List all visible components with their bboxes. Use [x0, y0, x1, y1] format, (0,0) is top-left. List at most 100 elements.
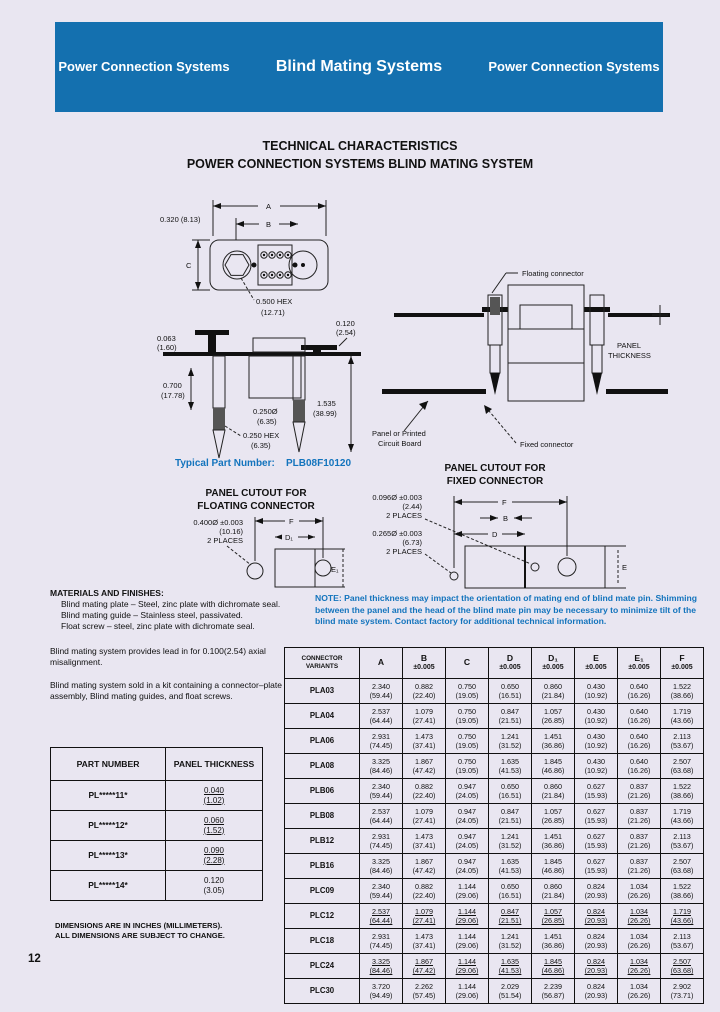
dimension-column-header: B±0.005: [402, 647, 446, 679]
dimension-mm: (27.41): [412, 916, 436, 925]
footnote-line1: DIMENSIONS ARE IN INCHES (MILLIMETERS).: [55, 921, 223, 930]
dimension-cell: 2.239(56.87): [531, 978, 575, 1004]
dimension-inch: 1.451: [544, 732, 562, 741]
part-number-cell: PL*****14*: [50, 870, 166, 901]
dimension-inch: 3.720: [372, 982, 390, 991]
dimension-mm: (22.40): [412, 691, 436, 700]
dimension-mm: (46.86): [541, 966, 565, 975]
fixed-dim-e: E: [622, 563, 627, 572]
dimension-inch: 3.325: [372, 857, 390, 866]
dimension-column-header: D±0.005: [488, 647, 532, 679]
dimension-inch: 0.627: [587, 782, 605, 791]
dimension-cell: 0.824(20.93): [574, 928, 618, 954]
dimension-mm: (20.93): [584, 941, 608, 950]
page-number: 12: [28, 953, 41, 965]
dimension-mm: (64.44): [369, 816, 393, 825]
dimension-inch: 0.837: [630, 782, 648, 791]
dimension-inch: 1.522: [673, 682, 691, 691]
dimension-mm: (21.26): [627, 816, 651, 825]
dimension-cell: 1.079(27.41): [402, 703, 446, 729]
dim-b-label: B: [266, 220, 271, 229]
dimension-cell: 2.113(53.67): [660, 828, 704, 854]
dimension-inch: 0.947: [458, 807, 476, 816]
front-hex-dim-mm: (12.71): [261, 308, 285, 317]
dimension-cell: 1.241(31.52): [488, 928, 532, 954]
dimension-inch: 0.947: [458, 782, 476, 791]
dimension-cell: 1.451(36.86): [531, 928, 575, 954]
dimension-inch: 2.507: [673, 757, 691, 766]
dimension-mm: (10.92): [584, 741, 608, 750]
dimension-mm: (21.51): [498, 816, 522, 825]
dimension-cell: 1.473(37.41): [402, 928, 446, 954]
panel-table-header-thickness: PANEL THICKNESS: [165, 747, 263, 781]
dimension-cell: 1.079(27.41): [402, 903, 446, 929]
dimension-inch: 2.537: [372, 707, 390, 716]
dimension-mm: (43.66): [670, 716, 694, 725]
dimension-inch: 2.113: [673, 932, 691, 941]
dimension-cell: 1.057(26.85): [531, 903, 575, 929]
dimension-mm: (26.26): [627, 991, 651, 1000]
floating-dim-d1: D₁: [285, 533, 293, 542]
dimension-cell: 1.719(43.66): [660, 803, 704, 829]
dimension-mm: (38.66): [670, 791, 694, 800]
dimension-mm: (16.26): [627, 716, 651, 725]
floating-cutout-title-line2: FLOATING CONNECTOR: [197, 501, 315, 512]
dimension-tolerance: ±0.005: [585, 663, 607, 671]
dimension-inch: 0.824: [587, 982, 605, 991]
dimension-inch: 1.635: [501, 957, 519, 966]
header-left-title: Power Connection Systems: [58, 59, 230, 75]
dimension-cell: 0.750(19.05): [445, 703, 489, 729]
variant-cell: PLB12: [284, 828, 360, 854]
dimension-mm: (43.66): [670, 916, 694, 925]
dimension-mm: (21.84): [541, 691, 565, 700]
side-dim-0120: 0.120: [336, 319, 355, 328]
dimension-cell: 1.635(41.53): [488, 753, 532, 779]
dimension-cell: 0.627(15.93): [574, 828, 618, 854]
dimension-cell: 2.931(74.45): [359, 828, 403, 854]
dimension-mm: (56.87): [541, 991, 565, 1000]
dimension-inch: 0.430: [587, 757, 605, 766]
dimension-mm: (59.44): [369, 891, 393, 900]
dimension-inch: 0.650: [501, 682, 519, 691]
part-number-cell: PL*****11*: [50, 780, 166, 811]
dimension-cell: 2.113(53.67): [660, 928, 704, 954]
fixed-dim-b: B: [503, 514, 508, 523]
panel-thickness-label-2: THICKNESS: [608, 351, 651, 360]
dimension-inch: 1.522: [673, 782, 691, 791]
dimension-inch: 0.824: [587, 882, 605, 891]
panel-thickness-label-1: PANEL: [617, 341, 641, 350]
thickness-cell: 0.060(1.52): [165, 810, 263, 841]
dimension-cell: 3.325(84.46): [359, 853, 403, 879]
dimension-inch: 0.860: [544, 882, 562, 891]
variant-cell: PLB06: [284, 778, 360, 804]
dimension-inch: 0.882: [415, 682, 433, 691]
dimension-mm: (41.53): [498, 966, 522, 975]
dimension-cell: 0.750(19.05): [445, 753, 489, 779]
dimension-inch: 1.241: [501, 932, 519, 941]
header-bar: Power Connection Systems Blind Mating Sy…: [55, 22, 663, 112]
dimension-inch: 0.882: [415, 782, 433, 791]
dimension-mm: (26.85): [541, 716, 565, 725]
fixed-cutout-title-line2: FIXED CONNECTOR: [446, 476, 544, 487]
dimension-mm: (53.67): [670, 941, 694, 950]
dimension-cell: 1.867(47.42): [402, 953, 446, 979]
dimension-inch: 1.144: [458, 957, 476, 966]
dimension-mm: (15.93): [584, 841, 608, 850]
dimension-inch: 1.144: [458, 907, 476, 916]
dimension-mm: (31.52): [498, 941, 522, 950]
dimension-mm: (20.93): [584, 966, 608, 975]
side-view-drawing: 0.063 (1.60) 0.120 (2.54) 0.700 (17.78) …: [157, 319, 361, 459]
dimension-cell: 0.837(21.26): [617, 778, 661, 804]
dimension-inch: 1.451: [544, 932, 562, 941]
side-dim-1535: 1.535: [317, 399, 336, 408]
dimension-mm: (24.05): [455, 791, 479, 800]
dimension-cell: 0.430(10.92): [574, 728, 618, 754]
dimension-mm: (31.52): [498, 841, 522, 850]
dimension-mm: (94.49): [369, 991, 393, 1000]
